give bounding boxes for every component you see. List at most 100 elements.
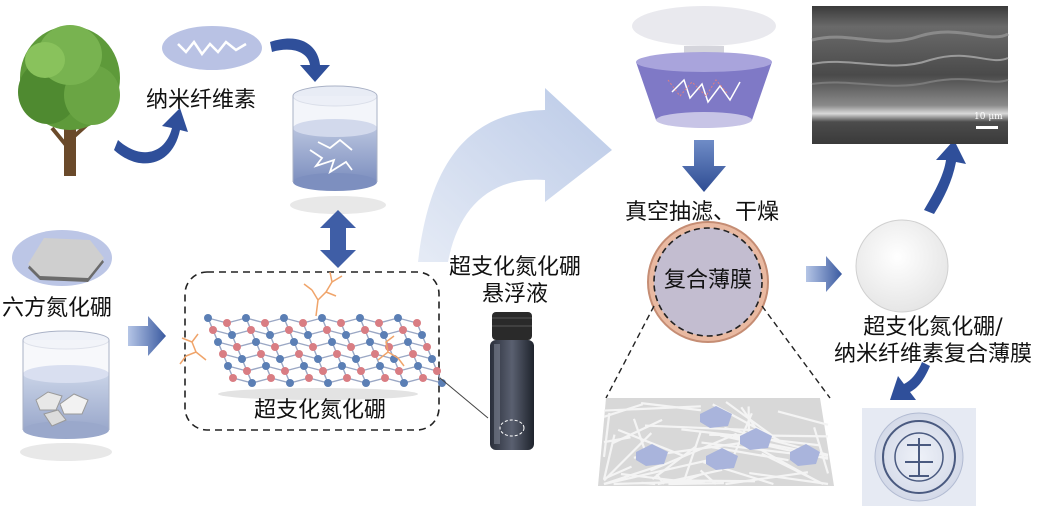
lattice-atom bbox=[433, 367, 441, 375]
composite-disc-icon bbox=[647, 221, 769, 343]
label-hbn: 六方氮化硼 bbox=[2, 296, 113, 321]
lattice-atom bbox=[252, 338, 260, 346]
lattice-atom bbox=[361, 326, 369, 334]
lattice-atom bbox=[356, 314, 364, 322]
lattice-atom bbox=[394, 314, 402, 322]
lattice-atom bbox=[281, 367, 289, 375]
lattice-shadow bbox=[218, 388, 418, 400]
lattice-atom bbox=[271, 343, 279, 351]
double-arrow-icon bbox=[320, 210, 356, 268]
fiber-strand bbox=[813, 426, 830, 474]
lattice-atom bbox=[224, 362, 232, 370]
lattice-atom bbox=[219, 350, 227, 358]
fiber-strand bbox=[613, 480, 705, 486]
hbn-beaker-icon bbox=[20, 330, 112, 461]
pointer-line-left bbox=[605, 305, 655, 399]
hbn-lattice-icon bbox=[204, 314, 446, 387]
lattice-atom bbox=[413, 319, 421, 327]
lattice-atom bbox=[399, 326, 407, 334]
fiber-strand bbox=[602, 412, 611, 458]
curved-arrow-tree-to-nanofiber bbox=[114, 108, 188, 164]
lattice-atom bbox=[228, 331, 236, 339]
lattice-atom bbox=[300, 362, 308, 370]
lattice-atom bbox=[380, 331, 388, 339]
film-disc-icon bbox=[855, 219, 949, 313]
nanofiber-ellipse-icon bbox=[162, 26, 262, 70]
lattice-atom bbox=[409, 350, 417, 358]
arrow-film-to-emblem bbox=[890, 362, 930, 400]
label-nanocellulose: 纳米纤维素 bbox=[146, 88, 257, 113]
lattice-atom bbox=[229, 374, 237, 382]
branch-icon bbox=[179, 271, 405, 367]
lattice-atom bbox=[404, 338, 412, 346]
lattice-atom bbox=[314, 355, 322, 363]
lattice-atom bbox=[257, 350, 265, 358]
funnel-icon bbox=[632, 6, 776, 128]
lattice-atom bbox=[266, 331, 274, 339]
lattice-atom bbox=[342, 331, 350, 339]
fiber-strand bbox=[749, 471, 829, 486]
fiber-strand bbox=[611, 418, 663, 445]
lattice-atom bbox=[214, 338, 222, 346]
lattice-atom bbox=[233, 343, 241, 351]
lattice-atom bbox=[352, 355, 360, 363]
lattice-atom bbox=[371, 350, 379, 358]
lattice-atom bbox=[248, 379, 256, 387]
fiber-strand bbox=[681, 431, 702, 485]
lattice-atom bbox=[337, 319, 345, 327]
fiber-strand bbox=[603, 457, 714, 486]
lattice-atom bbox=[285, 326, 293, 334]
lattice-atom bbox=[290, 338, 298, 346]
big-process-arrow bbox=[418, 88, 612, 262]
lattice-atom bbox=[204, 314, 212, 322]
fiber-mat-icon bbox=[598, 398, 834, 486]
fiber-strand bbox=[603, 465, 632, 480]
lattice-atom bbox=[242, 314, 250, 322]
lattice-atom bbox=[318, 314, 326, 322]
lattice-atom bbox=[276, 355, 284, 363]
fiber-strand bbox=[603, 436, 631, 444]
hyperbranched-bn-box bbox=[184, 271, 440, 431]
lattice-atom bbox=[323, 326, 331, 334]
lattice-atom bbox=[286, 379, 294, 387]
lattice-atom bbox=[419, 374, 427, 382]
fiber-strand bbox=[644, 424, 759, 432]
vial-icon bbox=[490, 312, 534, 450]
lattice-atom bbox=[423, 343, 431, 351]
lattice-atom bbox=[295, 350, 303, 358]
fiber-strand bbox=[620, 472, 686, 483]
lattice-atom bbox=[247, 326, 255, 334]
lattice-atom bbox=[343, 374, 351, 382]
lattice-atom bbox=[347, 343, 355, 351]
lattice-atom bbox=[428, 355, 436, 363]
lattice-atom bbox=[375, 319, 383, 327]
lattice-atom bbox=[381, 374, 389, 382]
lattice-atom bbox=[261, 319, 269, 327]
lattice-atom bbox=[376, 362, 384, 370]
fiber-strand bbox=[651, 445, 697, 481]
lattice-atom bbox=[328, 338, 336, 346]
emblem-film-image bbox=[862, 408, 976, 506]
fiber-strand bbox=[761, 452, 824, 485]
arrow-funnel-down bbox=[682, 140, 726, 192]
arrow-hbn-to-hyperbranched bbox=[128, 316, 166, 356]
label-composite: 复合薄膜 bbox=[664, 268, 753, 293]
lattice-atom bbox=[280, 314, 288, 322]
label-vacuum-filtration: 真空抽滤、干燥 bbox=[625, 200, 780, 225]
label-hyperbranched-bn: 超支化氮化硼 bbox=[254, 398, 387, 423]
lattice-atom bbox=[395, 367, 403, 375]
lattice-atom bbox=[267, 374, 275, 382]
lattice-atom bbox=[238, 355, 246, 363]
sem-scale-bar-label: 10 μm bbox=[974, 112, 1003, 122]
lattice-atom bbox=[309, 343, 317, 351]
lattice-atom bbox=[319, 367, 327, 375]
lattice-atom bbox=[299, 319, 307, 327]
lattice-atom bbox=[418, 331, 426, 339]
fiber-strand bbox=[632, 418, 646, 450]
lattice-atom bbox=[362, 379, 370, 387]
lattice-atom bbox=[324, 379, 332, 387]
lattice-atom bbox=[414, 362, 422, 370]
arrow-film-to-sem bbox=[924, 140, 966, 214]
tree-icon bbox=[18, 25, 120, 176]
